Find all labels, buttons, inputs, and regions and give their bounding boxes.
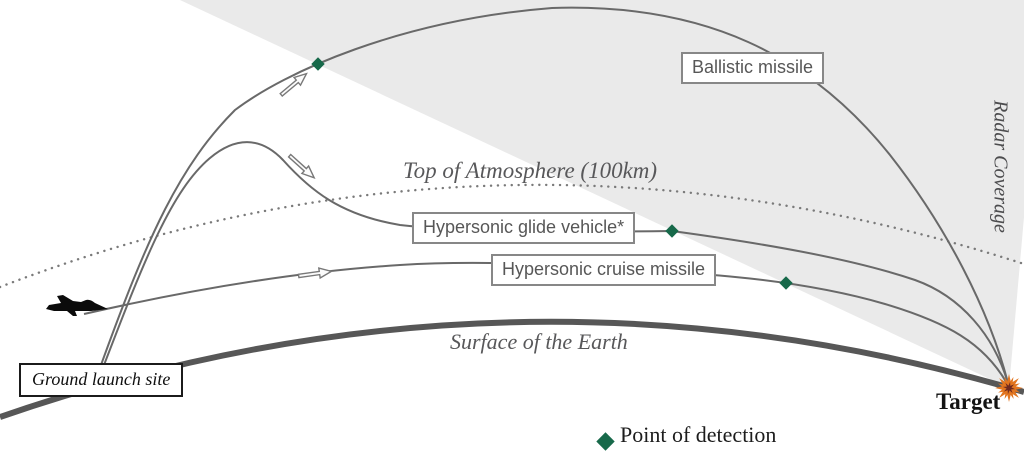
legend-point-of-detection-label: Point of detection	[620, 422, 777, 447]
radar-coverage-label: Radar Coverage	[989, 100, 1012, 233]
ballistic-missile-label: Ballistic missile	[681, 52, 825, 85]
hypersonic-glide-vehicle-label: Hypersonic glide vehicle*	[412, 212, 636, 245]
surface-of-earth-label: Surface of the Earth	[450, 329, 628, 354]
fighter-jet-icon	[46, 295, 108, 316]
top-of-atmosphere-label: Top of Atmosphere (100km)	[403, 158, 658, 183]
cruise-missile-icon	[297, 265, 333, 282]
atmosphere-line	[0, 183, 1024, 289]
ballistic-trajectory	[100, 6, 1010, 388]
target-label: Target	[936, 389, 1001, 414]
hypersonic-cruise-missile-label: Hypersonic cruise missile	[491, 254, 717, 287]
radar-coverage-area	[180, 0, 1024, 388]
glide-missile-icon	[285, 151, 319, 183]
ground-launch-site-label: Ground launch site	[19, 363, 184, 398]
